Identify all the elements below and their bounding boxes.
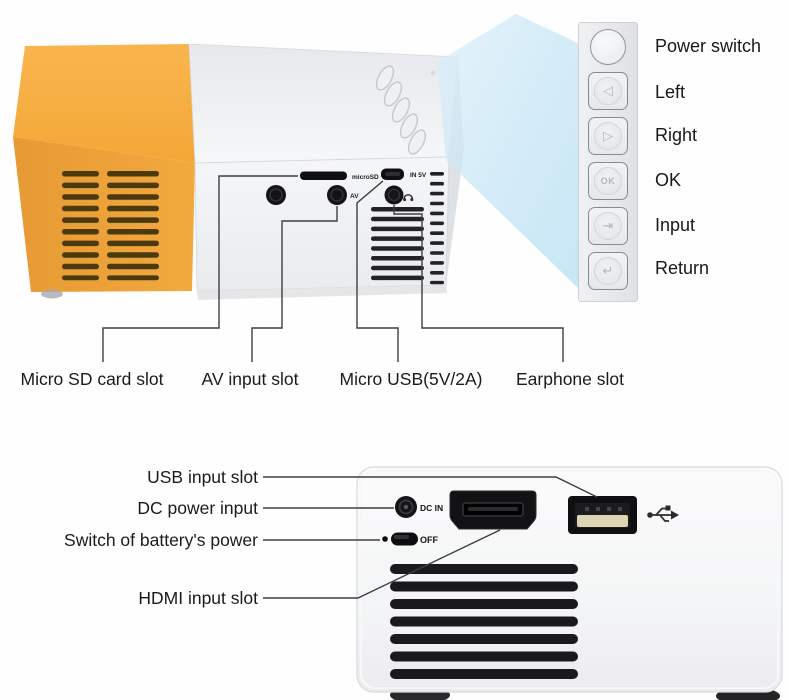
headphone-icon (403, 194, 414, 202)
right-triangle-icon: ▷ (594, 122, 622, 150)
label-earphone-slot: Earphone slot (516, 369, 624, 389)
return-button: ↵ (588, 252, 628, 290)
label-return: Return (655, 258, 710, 278)
projector-foot (41, 289, 63, 299)
off-text: OFF (420, 535, 438, 545)
projector-yellow-top-face (13, 44, 195, 163)
earphone-jack (384, 185, 404, 205)
label-usb-input-slot: USB input slot (147, 467, 258, 487)
input-button: ⇥ (588, 207, 628, 245)
av-text: AV (350, 193, 359, 200)
bottom-callout-lines (263, 476, 598, 599)
side-vent-slots (62, 171, 159, 281)
in-5v-text: IN 5V (410, 172, 427, 179)
projector-top-view: microSD AV IN 5V (13, 43, 464, 300)
hdmi-port (449, 490, 537, 530)
usb-icon (647, 505, 679, 522)
projector-base-edge (197, 285, 447, 300)
ok-icon: OK (594, 167, 622, 195)
battery-switch: OFF (382, 532, 438, 546)
input-icon: ⇥ (594, 212, 622, 240)
label-right: Right (655, 125, 698, 145)
label-micro-usb: Micro USB(5V/2A) (339, 369, 483, 389)
back-panel-ports: microSD AV IN 5V (266, 168, 444, 285)
usb-port (568, 496, 637, 534)
back-vent-grille (371, 207, 424, 281)
power-switch-button (590, 29, 626, 65)
callout-microsd (102, 175, 298, 362)
label-ok: OK (655, 170, 682, 190)
label-input: Input (655, 215, 696, 235)
control-panel-strip: ◁ ▷ OK ⇥ ↵ (578, 22, 638, 302)
projector-yellow-front-face (13, 137, 195, 292)
ok-button: OK (588, 162, 628, 200)
label-av-input-slot: AV input slot (201, 369, 299, 389)
dc-in-text: DC IN (420, 503, 443, 513)
projector-rear-view: DC IN (356, 466, 783, 700)
label-left: Left (655, 82, 686, 102)
label-dc-power-input: DC power input (137, 498, 258, 518)
microsd-slot (300, 171, 347, 180)
callout-usb (263, 476, 598, 498)
label-power-switch: Power switch (655, 36, 762, 56)
top-control-buttons (375, 65, 435, 155)
av-jack (327, 185, 347, 205)
ir-jack (266, 185, 286, 205)
callout-av (251, 206, 338, 362)
right-button: ▷ (588, 117, 628, 155)
callout-micro-usb (356, 180, 399, 362)
label-hdmi-input-slot: HDMI input slot (138, 588, 258, 608)
return-icon: ↵ (594, 257, 622, 285)
label-micro-sd-card-slot: Micro SD card slot (20, 369, 164, 389)
projection-beam (437, 14, 580, 290)
callout-earphone (393, 205, 564, 362)
microsd-text: microSD (352, 174, 379, 181)
back-vent-dashes (430, 172, 444, 285)
left-triangle-icon: ◁ (594, 77, 622, 105)
left-button: ◁ (588, 72, 628, 110)
dc-in-jack: DC IN (395, 496, 443, 518)
top-callout-lines (102, 175, 564, 362)
rear-vent-grille (390, 564, 578, 679)
label-battery-switch: Switch of battery's power (64, 530, 258, 550)
callout-hdmi (263, 529, 501, 599)
